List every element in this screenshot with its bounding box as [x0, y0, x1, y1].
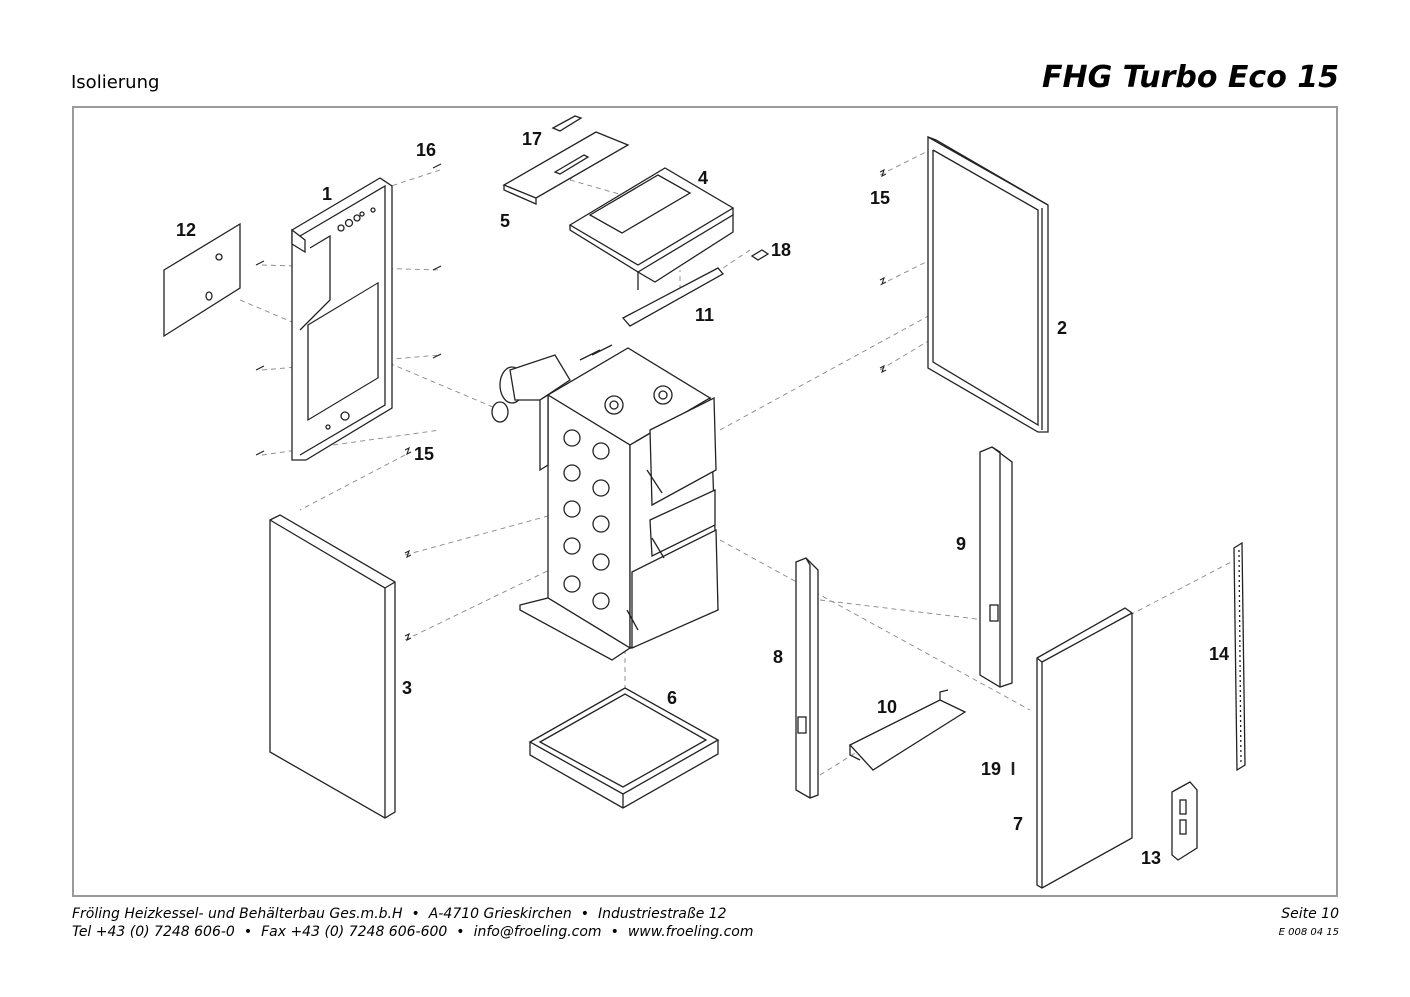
footer-line-1: Fröling Heizkessel- und Behälterbau Ges.… [72, 905, 754, 923]
callout-6: 6 [667, 688, 677, 708]
part-15-clips-top [404, 168, 887, 642]
part-10-bracket [848, 689, 967, 771]
callout-19: 19 [981, 759, 1001, 779]
separator: • [411, 906, 420, 922]
part-6-tray [528, 687, 720, 809]
separator: • [456, 924, 465, 940]
boiler-body [491, 344, 719, 661]
footer-page-info: Seite 10 E 008 04 15 [1279, 905, 1339, 940]
drawing-frame [72, 106, 1338, 897]
callout-15a: 15 [870, 188, 890, 208]
callout-14: 14 [1209, 644, 1229, 664]
part-11-bracket [621, 267, 725, 327]
part-17-handle [551, 115, 583, 132]
document-code: E 008 04 15 [1278, 927, 1339, 938]
section-title: Isolierung [71, 72, 160, 93]
model-title: FHG Turbo Eco 15 [1041, 60, 1339, 95]
page-number: Seite 10 [1281, 906, 1339, 922]
address-city: A-4710 Grieskirchen [428, 906, 572, 922]
callout-3: 3 [402, 678, 412, 698]
part-3-side-panel [269, 514, 396, 819]
callout-15b: 15 [414, 444, 434, 464]
fax: Fax +43 (0) 7248 606-600 [261, 924, 448, 940]
part-16-screws [255, 163, 442, 456]
callout-labels: 1 2 3 4 5 6 7 8 9 10 11 12 13 14 15 15 1… [176, 129, 1229, 868]
assembly-guide-lines [239, 139, 1236, 776]
callout-13: 13 [1141, 848, 1161, 868]
part-4-top-cover [568, 167, 735, 290]
part-12-cover-plate [163, 222, 241, 338]
callout-18: 18 [771, 240, 791, 260]
footer-line-2: Tel +43 (0) 7248 606-0 • Fax +43 (0) 7248 … [72, 923, 754, 941]
callout-4: 4 [698, 168, 708, 188]
callout-16: 16 [416, 140, 436, 160]
part-14-strip [1233, 541, 1246, 772]
callout-11: 11 [695, 305, 714, 325]
callout-10: 10 [877, 697, 897, 717]
part-9-rail [979, 446, 1013, 688]
website-link[interactable]: www.froeling.com [627, 924, 754, 940]
callout-2: 2 [1057, 318, 1067, 338]
callout-9: 9 [956, 534, 966, 554]
email-link[interactable]: info@froeling.com [473, 924, 602, 940]
footer-contact: Fröling Heizkessel- und Behälterbau Ges.… [72, 905, 754, 941]
callout-1: 1 [322, 184, 332, 204]
callout-7: 7 [1013, 814, 1023, 834]
part-5-top-lid [502, 131, 630, 205]
callout-8: 8 [773, 647, 783, 667]
separator: • [580, 906, 589, 922]
part-7-side-panel [1036, 607, 1133, 889]
separator: • [610, 924, 619, 940]
part-18-clip [750, 249, 770, 261]
telephone: Tel +43 (0) 7248 606-0 [72, 924, 235, 940]
callout-5: 5 [500, 211, 510, 231]
callout-12: 12 [176, 220, 196, 240]
part-8-rail [795, 557, 819, 799]
part-13-hinge [1171, 781, 1198, 861]
part-1-front-panel [291, 177, 393, 461]
company-name: Fröling Heizkessel- und Behälterbau Ges.… [72, 906, 403, 922]
address-street: Industriestraße 12 [597, 906, 727, 922]
callout-17: 17 [522, 129, 542, 149]
separator: • [243, 924, 253, 940]
part-2-side-frame [927, 135, 1049, 433]
